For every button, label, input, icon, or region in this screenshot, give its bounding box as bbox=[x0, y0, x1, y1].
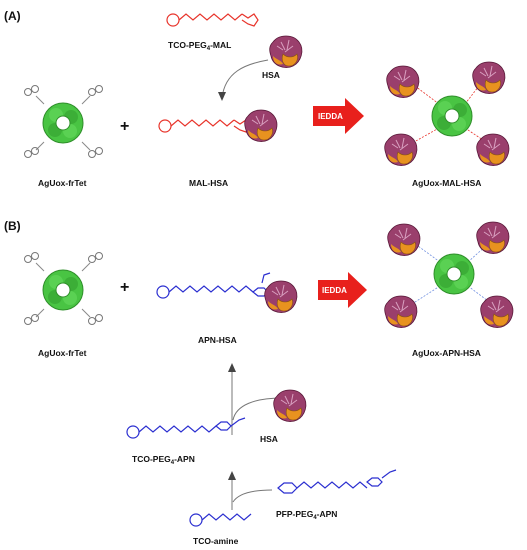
aguox-frtet-structure-b bbox=[24, 252, 103, 325]
hsa-label-b: HSA bbox=[260, 434, 278, 444]
converging-arrow bbox=[221, 59, 269, 99]
iedda-arrow-b: IEDDA bbox=[318, 272, 367, 308]
hsa-protein-icon-b bbox=[273, 389, 307, 423]
pfp-peg-apn-structure bbox=[277, 469, 397, 494]
pfp-peg-apn-label: PFP-PEG4-APN bbox=[276, 509, 337, 521]
plus-sign-b: + bbox=[120, 279, 129, 296]
panel-a: (A) TCO-PEG4-MAL HSA AgUox-frTet + bbox=[4, 9, 510, 188]
tco-peg-mal-structure bbox=[166, 13, 259, 27]
panel-a-label: (A) bbox=[4, 9, 21, 23]
hsa-label: HSA bbox=[262, 70, 280, 80]
svg-text:IEDDA: IEDDA bbox=[318, 112, 343, 121]
aguox-apn-hsa-label: AgUox-APN-HSA bbox=[412, 348, 481, 358]
aguox-apn-hsa-structure bbox=[384, 221, 514, 329]
panel-b-label: (B) bbox=[4, 219, 21, 233]
panel-b: (B) AgUox-frTet + APN-HSA bbox=[4, 219, 514, 546]
aguox-frtet-label-b: AgUox-frTet bbox=[38, 348, 87, 358]
aguox-frtet-structure bbox=[24, 85, 103, 158]
svg-text:IEDDA: IEDDA bbox=[322, 286, 347, 295]
aguox-mal-hsa-structure bbox=[384, 61, 510, 167]
aguox-mal-hsa-label: AgUox-MAL-HSA bbox=[412, 178, 481, 188]
apn-hsa-label: APN-HSA bbox=[198, 335, 237, 345]
iedda-arrow-a: IEDDA bbox=[313, 98, 364, 134]
plus-sign-a: + bbox=[120, 118, 129, 135]
mal-hsa-label: MAL-HSA bbox=[189, 178, 228, 188]
mal-hsa-structure bbox=[158, 109, 278, 143]
tco-amine-label: TCO-amine bbox=[193, 536, 239, 546]
tco-peg-apn-label: TCO-PEG4-APN bbox=[132, 454, 195, 466]
aguox-frtet-label-a: AgUox-frTet bbox=[38, 178, 87, 188]
tco-peg-mal-label: TCO-PEG4-MAL bbox=[168, 40, 231, 52]
apn-hsa-structure bbox=[156, 272, 298, 314]
hsa-protein-icon bbox=[269, 35, 303, 69]
tco-amine-structure bbox=[189, 513, 252, 527]
tco-peg-apn-structure bbox=[126, 417, 246, 439]
